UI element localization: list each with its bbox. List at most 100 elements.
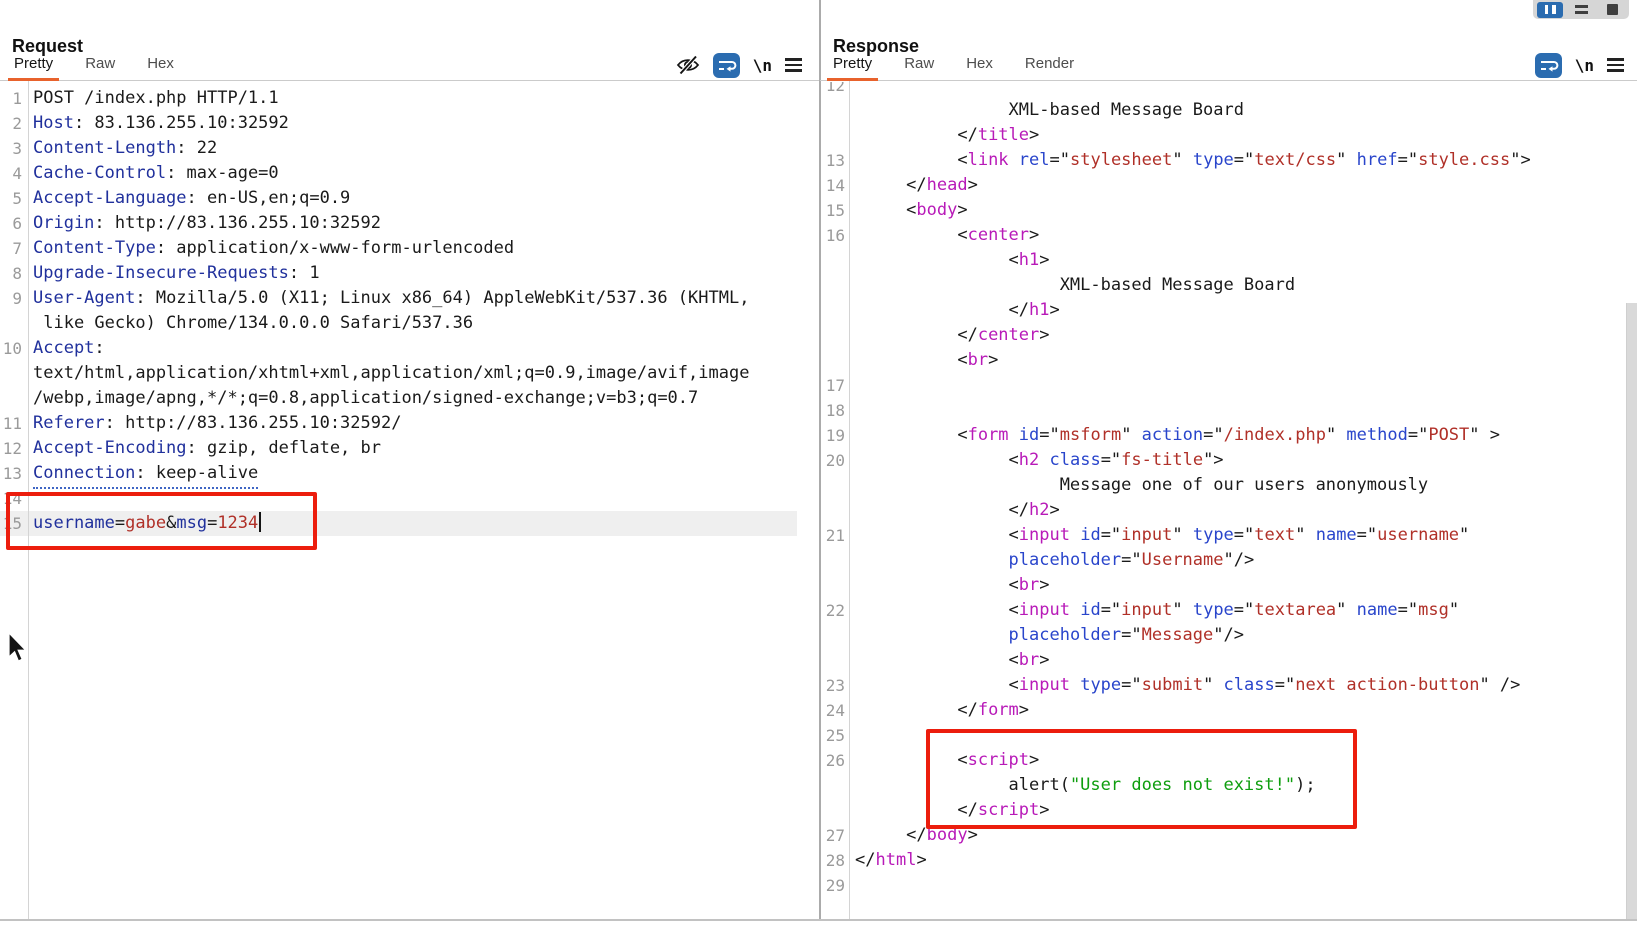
line-number: 2: [12, 114, 22, 133]
response-tab-bar: Pretty Raw Hex Render: [820, 48, 1637, 81]
menu-icon[interactable]: [1607, 58, 1624, 72]
columns-view-button[interactable]: [1537, 1, 1563, 18]
panel-splitter[interactable]: [819, 0, 821, 921]
code-line[interactable]: placeholder="Message"/>: [1008, 625, 1244, 645]
code-line[interactable]: </h2>: [855, 500, 1060, 520]
code-line[interactable]: 24 </form>: [820, 698, 1626, 723]
code-line[interactable]: XML-based Message Board: [855, 100, 1244, 120]
line-number: 12: [825, 82, 845, 95]
tab-request-raw[interactable]: Raw: [85, 55, 116, 72]
hide-eye-icon[interactable]: [676, 54, 700, 76]
response-editor[interactable]: 12 XML-based Message Board </title> 13 <l…: [820, 82, 1626, 920]
tab-response-pretty[interactable]: Pretty: [827, 48, 879, 81]
code-line[interactable]: 17: [820, 373, 1626, 398]
menu-icon[interactable]: [785, 58, 802, 72]
single-view-button[interactable]: [1599, 2, 1625, 18]
line-number: 18: [825, 401, 845, 420]
line-number: 3: [12, 139, 22, 158]
word-wrap-icon[interactable]: [712, 52, 740, 78]
code-line[interactable]: 25: [820, 723, 1626, 748]
code-line[interactable]: 29: [820, 873, 1626, 898]
response-panel-title: Response: [833, 35, 920, 56]
tab-request-pretty[interactable]: Pretty: [8, 48, 60, 81]
code-line[interactable]: </title>: [855, 125, 1040, 145]
request-tab-bar: Pretty Raw Hex: [0, 48, 819, 81]
code-line[interactable]: /webp,image/apng,*/*;q=0.8,application/s…: [33, 388, 699, 408]
line-number: 14: [2, 489, 22, 508]
line-number: 13: [2, 464, 22, 483]
line-number: 26: [825, 751, 845, 770]
line-number: 1: [12, 89, 22, 108]
code-line[interactable]: like Gecko) Chrome/134.0.0.0 Safari/537.…: [33, 313, 474, 333]
line-number: 17: [825, 376, 845, 395]
line-number: 12: [2, 439, 22, 458]
code-line[interactable]: 14: [0, 486, 819, 511]
code-line[interactable]: 23 <input type="submit" class="next acti…: [820, 673, 1626, 698]
line-number: 16: [825, 226, 845, 245]
code-line[interactable]: 15 <body>: [820, 198, 1626, 223]
code-line[interactable]: 12: [820, 82, 1626, 98]
code-line[interactable]: 20 <h2 class="fs-title">: [820, 448, 1626, 473]
line-number: 8: [12, 264, 22, 283]
code-line[interactable]: 16 <center>: [820, 223, 1626, 248]
line-number: 7: [12, 239, 22, 258]
tab-response-raw[interactable]: Raw: [904, 55, 935, 72]
code-line[interactable]: 26 <script>: [820, 748, 1626, 773]
layout-view-controls: [1533, 0, 1629, 19]
newline-icon[interactable]: \n: [752, 55, 772, 75]
request-gutter-divider: [28, 81, 29, 920]
code-line[interactable]: 22 <input id="input" type="textarea" nam…: [820, 598, 1626, 623]
line-number: 19: [825, 426, 845, 445]
code-line[interactable]: 13 <link rel="stylesheet" type="text/css…: [820, 148, 1626, 173]
code-line[interactable]: 19 <form id="msform" action="/index.php"…: [820, 423, 1626, 448]
line-number: 22: [825, 601, 845, 620]
code-line[interactable]: <br>: [855, 575, 1050, 595]
response-toolbar: \n: [1534, 50, 1624, 80]
code-line[interactable]: <h1>: [855, 250, 1050, 270]
line-number: 10: [2, 339, 22, 358]
code-line[interactable]: text/html,application/xhtml+xml,applicat…: [33, 363, 750, 383]
text-caret: [259, 512, 262, 532]
newline-icon[interactable]: \n: [1574, 55, 1594, 75]
code-line[interactable]: 28</html>: [820, 848, 1626, 873]
line-number: 24: [825, 701, 845, 720]
word-wrap-icon[interactable]: [1534, 52, 1562, 78]
code-line[interactable]: </center>: [855, 325, 1050, 345]
code-line[interactable]: 27 </body>: [820, 823, 1626, 848]
tab-request-hex[interactable]: Hex: [147, 55, 174, 72]
code-line[interactable]: 21 <input id="input" type="text" name="u…: [820, 523, 1626, 548]
line-number: 21: [825, 526, 845, 545]
code-line[interactable]: placeholder="Username"/>: [1008, 550, 1255, 570]
code-line[interactable]: 18: [820, 398, 1626, 423]
code-line[interactable]: </h1>: [855, 300, 1060, 320]
code-line[interactable]: XML-based Message Board: [855, 275, 1296, 295]
tab-response-render[interactable]: Render: [1024, 55, 1075, 72]
code-line[interactable]: Message one of our users anonymously: [855, 475, 1429, 495]
code-line[interactable]: 14 </head>: [820, 173, 1626, 198]
code-line[interactable]: alert("User does not exist!");: [855, 775, 1316, 795]
line-number: 25: [825, 726, 845, 745]
response-scrollbar-thumb[interactable]: [1626, 303, 1637, 920]
code-line[interactable]: <br>: [855, 350, 999, 370]
tab-response-hex[interactable]: Hex: [966, 55, 993, 72]
line-number: 6: [12, 214, 22, 233]
line-number: 23: [825, 676, 845, 695]
stacked-view-button[interactable]: [1568, 2, 1594, 18]
code-line[interactable]: <br>: [855, 650, 1050, 670]
code-line[interactable]: </script>: [855, 800, 1050, 820]
